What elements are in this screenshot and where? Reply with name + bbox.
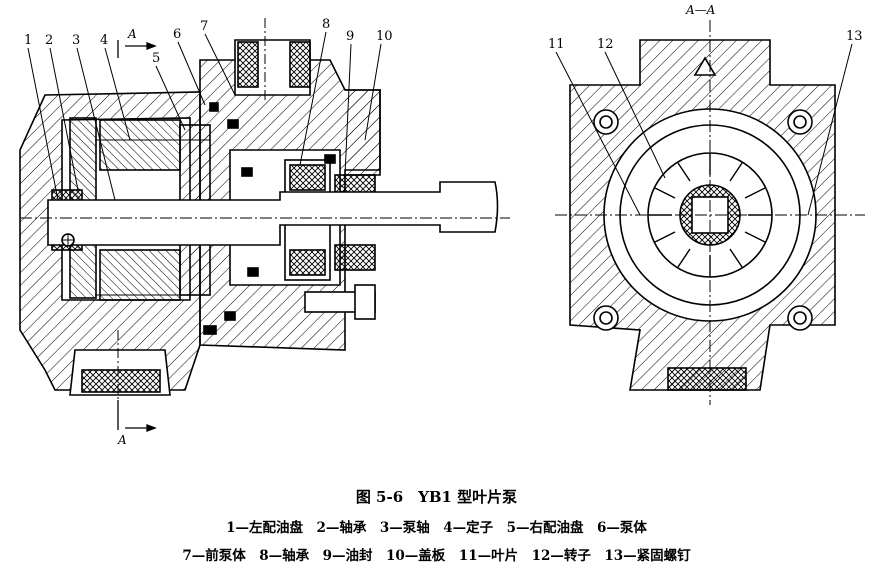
legend-line-1: 1—左配油盘 2—轴承 3—泵轴 4—定子 5—右配油盘 6—泵体 xyxy=(226,520,647,536)
callouts-left: 1 2 3 4 5 6 7 8 9 10 xyxy=(24,17,393,66)
section-arrow-bottom: A xyxy=(117,433,127,447)
bottom-seal xyxy=(81,369,161,393)
callouts-right: 11 12 13 xyxy=(548,29,863,52)
section-marks xyxy=(117,40,157,432)
callout-4: 4 xyxy=(100,33,108,48)
callout-3: 3 xyxy=(72,33,80,48)
callout-7: 7 xyxy=(200,19,208,34)
callout-1: 1 xyxy=(24,33,32,48)
bottom-seal-right xyxy=(667,367,747,391)
bolt-hole-bl xyxy=(593,305,619,331)
bolt-hole-br xyxy=(787,305,813,331)
legend-line-2: 7—前泵体 8—轴承 9—油封 10—盖板 11—叶片 12—转子 13—紧固螺… xyxy=(182,548,691,564)
callout-11: 11 xyxy=(548,37,565,52)
callout-12: 12 xyxy=(597,37,614,52)
leader-lines-right xyxy=(555,43,853,216)
leader-lines-left xyxy=(27,31,382,201)
section-arrow-top: A xyxy=(127,27,137,41)
pump-drawing: A A 1 2 3 4 5 6 7 8 9 10 A—A xyxy=(19,3,865,447)
callout-9: 9 xyxy=(346,29,354,44)
callout-6: 6 xyxy=(173,27,181,42)
section-view-left xyxy=(19,18,510,415)
callout-5: 5 xyxy=(152,51,160,66)
callout-10: 10 xyxy=(376,29,393,44)
bolt-hole-tr xyxy=(787,109,813,135)
section-view-right: A—A xyxy=(555,3,865,405)
cover-plate xyxy=(345,89,381,176)
callout-13: 13 xyxy=(846,29,863,44)
callout-2: 2 xyxy=(45,33,53,48)
view-title: A—A xyxy=(685,3,716,17)
figure-title: 图 5-6 YB1 型叶片泵 xyxy=(355,488,518,506)
pump-shaft xyxy=(47,181,499,246)
stator-ring xyxy=(99,119,181,171)
top-seal xyxy=(237,41,259,88)
bolt-hole-tl xyxy=(593,109,619,135)
callout-8: 8 xyxy=(322,17,330,32)
